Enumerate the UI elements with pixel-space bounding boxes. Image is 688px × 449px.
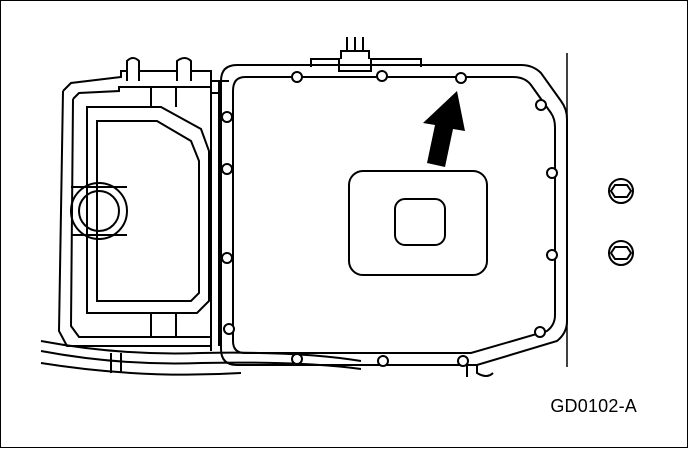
bolt-icon bbox=[457, 355, 469, 367]
arrow-up-right-icon bbox=[423, 91, 465, 167]
bolt-icon bbox=[534, 326, 546, 338]
oil-pan bbox=[220, 64, 568, 377]
upper-studs bbox=[126, 57, 192, 81]
hex-bolt-icon bbox=[608, 240, 634, 266]
engine-block bbox=[57, 70, 229, 351]
oil-pan-bolts bbox=[221, 70, 558, 367]
bolt-icon bbox=[546, 249, 558, 261]
bolt-icon bbox=[455, 72, 467, 84]
bolt-icon bbox=[223, 323, 235, 335]
bolt-icon bbox=[221, 163, 233, 175]
bolt-icon bbox=[291, 71, 303, 83]
bolt-icon bbox=[221, 252, 233, 264]
bolt-icon bbox=[221, 111, 233, 123]
bolt-icon bbox=[291, 353, 303, 365]
figure-id-label: GD0102-A bbox=[550, 396, 637, 416]
bolt-icon bbox=[376, 70, 388, 82]
drain-plug-area bbox=[348, 170, 488, 276]
loose-bolts bbox=[608, 178, 634, 266]
bolt-icon bbox=[535, 99, 547, 111]
bolt-icon bbox=[546, 167, 558, 179]
hex-bolt-icon bbox=[608, 178, 634, 204]
bolt-icon bbox=[377, 355, 389, 367]
